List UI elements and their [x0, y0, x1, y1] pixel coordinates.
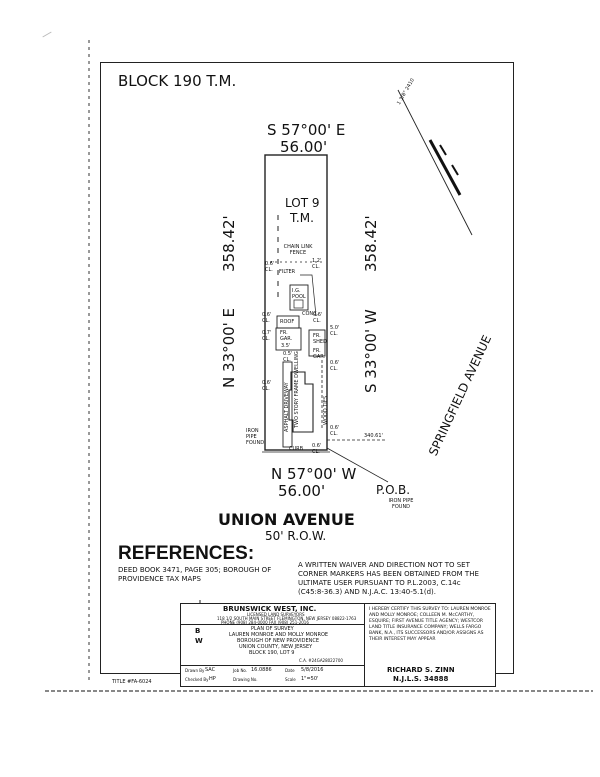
firm-sub: LICENSED LAND SURVEYORS	[247, 612, 305, 617]
union-avenue: UNION AVENUE	[218, 510, 355, 529]
dim-6: 5.0' CL.	[330, 325, 340, 337]
driveway-label: ASPHALT DRIVEWAY	[284, 382, 290, 432]
drawn-by-label: Drawn By	[185, 668, 205, 673]
scan-edge-left	[88, 40, 90, 680]
offset-label: 340.61'	[364, 433, 383, 439]
scan-edge-bottom	[45, 690, 593, 692]
title-number: TITLE #FA-6024	[112, 679, 152, 685]
date-label: Date	[285, 668, 295, 673]
lot-sub: T.M.	[290, 211, 314, 225]
dim-3: 0.6' CL.	[262, 312, 272, 324]
date: 5/8/2016	[301, 667, 324, 673]
shed-label: FR. SHED	[313, 333, 327, 345]
dim-2: 1.2' CL.	[312, 258, 322, 270]
job-label: Job No.	[233, 668, 248, 673]
roof-label: ROOF	[280, 319, 295, 325]
union-row: 50' R.O.W.	[265, 529, 327, 543]
dim-11: 0.6' CL.	[312, 443, 322, 455]
dim-7: 0.5' CL.	[283, 351, 293, 363]
drawn-by: SAC	[205, 667, 216, 673]
house-label: TWO STORY FRAME DWELLING	[294, 351, 300, 428]
checked-label: Checked By	[185, 677, 209, 682]
scale-label: Scale	[285, 677, 296, 682]
dim-1: 0.6' CL.	[265, 261, 275, 273]
owners: LAUREN MONROE AND MOLLY MONROE	[229, 632, 329, 638]
borough: BOROUGH OF NEW PROVIDENCE	[237, 638, 320, 644]
title-info-row: Drawn By SAC Job No. 16.0886 Date 5/8/20…	[180, 665, 366, 687]
block-title: BLOCK 190 T.M.	[118, 72, 237, 90]
garage-right-label: FR. GAR.	[313, 348, 326, 360]
east-bearing: S 33°00' W	[362, 309, 380, 393]
scale: 1"=50'	[301, 676, 319, 682]
firm-name: BRUNSWICK WEST, INC.	[223, 605, 317, 613]
job-number: 16.0886	[251, 667, 272, 673]
pob-label: P.O.B.	[376, 483, 411, 497]
dim-10: 0.6' CL.	[330, 425, 340, 437]
north-bearing: S 57°00' E	[267, 121, 346, 139]
iron-pipe-label: IRON PIPE FOUND	[246, 428, 265, 446]
east-distance: 358.42'	[362, 215, 380, 272]
logo-letter-b: B	[195, 627, 201, 635]
block-lot: BLOCK 190, LOT 9	[249, 650, 295, 656]
fence-label: CHAIN LINK FENCE	[283, 244, 313, 256]
county: UNION COUNTY, NEW JERSEY	[239, 644, 313, 650]
license-number: N.J.L.S. 34888	[393, 675, 449, 683]
dim-4: 0.7' CL.	[262, 330, 272, 342]
checked-by: HP	[209, 676, 216, 682]
ca-number: C.A. #24GA28022700	[299, 658, 343, 663]
conc-label: CONC.	[302, 311, 319, 317]
pool-label: I.G. POOL	[292, 288, 306, 300]
lot-label: LOT 9	[285, 196, 320, 210]
firm-address: 118 1/2 SOUTH MAIN STREET FLEMINGTON, NE…	[217, 616, 357, 621]
wood-ties-label: WOOD TIES	[323, 395, 329, 425]
surveyor-name: RICHARD S. ZINN	[387, 666, 455, 674]
dim-5: 0.6' CL.	[313, 312, 323, 324]
certification-text: I HEREBY CERTIFY THIS SURVEY TO: LAUREN …	[369, 607, 491, 642]
firm-phone: PHONE (908) 284-0000 FAX (908) 251-2016	[221, 620, 309, 625]
plan-of-survey: PLAN OF SURVEY	[251, 626, 294, 632]
garage-left-dim: 3.5'	[281, 343, 291, 349]
curb-label: CURB	[289, 446, 304, 452]
pob-sub: IRON PIPE FOUND	[388, 498, 414, 510]
certification-block: I HEREBY CERTIFY THIS SURVEY TO: LAUREN …	[364, 603, 496, 687]
south-distance: 56.00'	[278, 482, 326, 500]
title-block: BRUNSWICK WEST, INC. LICENSED LAND SURVE…	[180, 603, 366, 667]
west-bearing: N 33°00' E	[220, 307, 238, 388]
south-bearing: N 57°00' W	[271, 465, 357, 483]
waiver-note: A WRITTEN WAIVER AND DIRECTION NOT TO SE…	[298, 561, 479, 596]
filter-label: FILTER	[279, 269, 296, 275]
west-distance: 358.42'	[220, 215, 238, 272]
logo-letter-w: W	[195, 637, 203, 645]
references-text: DEED BOOK 3471, PAGE 305; BOROUGH OF PRO…	[118, 566, 272, 583]
references-heading: REFERENCES:	[118, 543, 255, 564]
garage-left-label: FR. GAR.	[280, 330, 293, 342]
dim-8: 0.6' CL.	[330, 360, 340, 372]
north-distance: 56.00'	[280, 138, 328, 156]
drawing-label: Drawing No.	[233, 677, 258, 682]
dim-9: 0.6' CL.	[262, 380, 272, 392]
